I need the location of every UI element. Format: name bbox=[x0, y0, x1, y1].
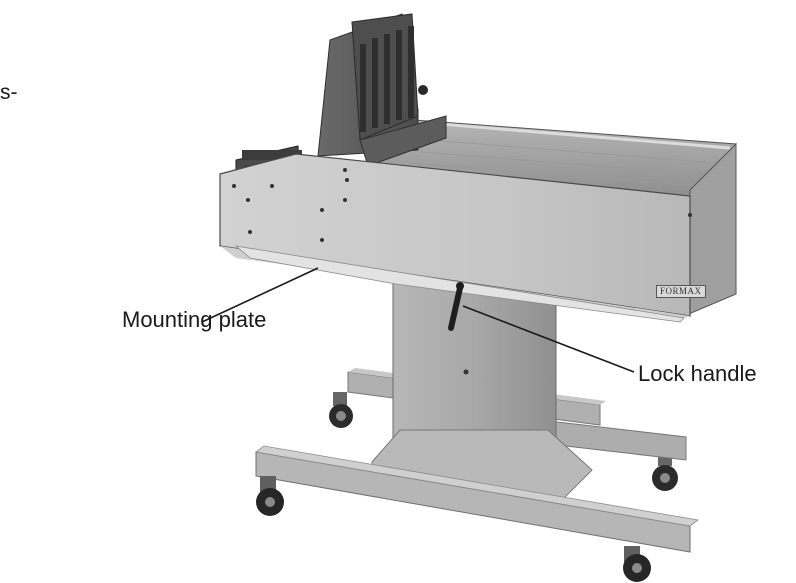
feeder-tower bbox=[317, 13, 447, 167]
front-caster-left bbox=[256, 476, 284, 516]
rear-caster-left bbox=[329, 392, 353, 428]
lock-handle bbox=[448, 282, 464, 331]
mounting-plate-leader bbox=[201, 267, 319, 323]
front-base-foot bbox=[255, 445, 699, 553]
formax-logo: FORMAX bbox=[656, 285, 706, 298]
cut-off-text-fragment: s- bbox=[0, 81, 18, 104]
front-caster-right bbox=[623, 546, 651, 582]
mounting-plate-label: Mounting plate bbox=[122, 307, 267, 332]
lock-handle-leader bbox=[462, 305, 635, 373]
lock-handle-label: Lock handle bbox=[638, 361, 757, 386]
